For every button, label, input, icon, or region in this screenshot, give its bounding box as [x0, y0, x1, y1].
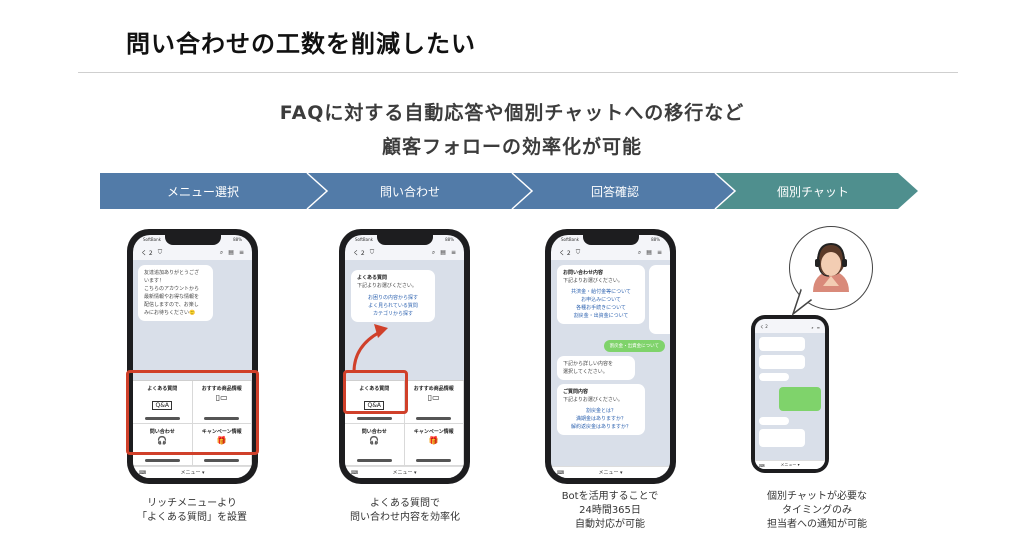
- operator-avatar: [791, 242, 849, 317]
- rich-menu-campaign[interactable]: キャンペーン情報🎁: [404, 423, 464, 466]
- menu-icon[interactable]: ≡: [816, 324, 820, 330]
- user-message: [779, 387, 821, 411]
- page-title: 問い合わせの工数を削減したい: [126, 30, 476, 58]
- keyboard-icon[interactable]: ⌨: [759, 462, 765, 468]
- chat-header: く 2 ⛉ ⌕ ▤ ≡: [345, 246, 464, 259]
- phone-chat: く 2 ⌕≡ ⌨メニュー ▾: [751, 315, 829, 473]
- chat-area: お問い合わせ内容 下記よりお選びください。 共済金・給付金等について お申込みに…: [551, 260, 670, 478]
- caption-chat: 個別チャットが必要な タイミングのみ 担当者への通知が可能: [767, 491, 867, 530]
- headline-line-2: 顧客フォローの効率化が可能: [381, 136, 642, 158]
- caption-bot: Botを活用することで 24時間365日 自動対応が可能: [561, 491, 659, 530]
- devices-icon: ▯▭: [427, 393, 440, 402]
- rich-menu-highlight: [126, 370, 259, 455]
- keyboard-icon[interactable]: ⌨: [139, 469, 147, 476]
- keyboard-icon[interactable]: ⌨: [557, 469, 565, 476]
- faq-option[interactable]: よく見られている質問: [368, 303, 418, 309]
- faq-bubble: よくある質問 下記よりお選びください。 お困りの内容から探す よく見られている質…: [351, 270, 435, 322]
- search-icon[interactable]: ⌕: [811, 324, 814, 330]
- rich-menu-campaign[interactable]: キャンペーン情報🎁: [192, 423, 252, 466]
- faq-option[interactable]: お困りの内容から探す: [367, 295, 418, 301]
- inquiry-option[interactable]: 各種お手続きについて: [576, 305, 626, 311]
- chat-header: く 2 ⌕≡: [755, 322, 825, 332]
- question-bubble: ご質問内容 下記よりお選びください。 割戻金とは？ 満期金はありますか？ 解約返…: [557, 384, 645, 435]
- keyboard-icon[interactable]: ⌨: [351, 469, 359, 476]
- step-label-menu: メニュー選択: [166, 185, 239, 199]
- back-button[interactable]: く 2: [353, 250, 365, 257]
- chat-message: [759, 417, 789, 425]
- step-label-answer: 回答確認: [590, 185, 639, 199]
- search-icon[interactable]: ⌕: [219, 248, 224, 256]
- chat-message: [759, 355, 805, 369]
- note-icon[interactable]: ▤: [228, 249, 234, 256]
- flow-arrow: [352, 324, 388, 373]
- menu-bar[interactable]: ⌨メニュー ▾: [133, 466, 252, 478]
- menu-icon[interactable]: ≡: [450, 249, 456, 256]
- chat-header: く 2 ⛉ ⌕ ▤ ≡: [133, 246, 252, 259]
- inquiry-bubble: お問い合わせ内容 下記よりお選びください。 共済金・給付金等について お申込みに…: [557, 265, 645, 324]
- qa-icon: Q&A: [152, 401, 172, 410]
- qa-icon: Q&A: [364, 401, 384, 410]
- detail-bubble: 下記から詳しい内容を 選択してください。: [557, 356, 635, 380]
- devices-icon: ▯▭: [215, 393, 228, 402]
- chat-area: [755, 333, 825, 469]
- shield-icon: ⛉: [157, 248, 163, 256]
- faq-option[interactable]: カテゴリから探す: [372, 311, 413, 317]
- chat-message: [759, 373, 789, 381]
- faq-cell-highlight: [343, 370, 408, 414]
- search-icon[interactable]: ⌕: [431, 248, 436, 256]
- headset-icon: 🎧: [157, 435, 168, 445]
- shield-icon: ⛉: [369, 248, 375, 256]
- step-label-chat: 個別チャット: [777, 185, 849, 199]
- rich-menu-products[interactable]: おすすめ商品情報▯▭: [404, 381, 464, 424]
- menu-icon[interactable]: ≡: [656, 249, 662, 256]
- menu-icon[interactable]: ≡: [238, 249, 244, 256]
- note-icon[interactable]: ▤: [646, 249, 652, 256]
- rich-menu-products[interactable]: おすすめ商品情報▯▭: [192, 381, 252, 424]
- question-option[interactable]: 解約返戻金はありますか？: [570, 424, 631, 430]
- shield-icon: ⛉: [575, 248, 581, 256]
- caption-faq: よくある質問で 問い合わせ内容を効率化: [350, 498, 460, 523]
- search-icon[interactable]: ⌕: [637, 248, 642, 256]
- inquiry-option[interactable]: 割戻金・出資金について: [573, 313, 629, 319]
- menu-bar[interactable]: ⌨メニュー ▾: [345, 466, 464, 478]
- inquiry-option[interactable]: 共済金・給付金等について: [571, 289, 631, 295]
- rich-menu-inquiry[interactable]: 問い合わせ🎧: [133, 423, 193, 466]
- gift-icon: 🎁: [216, 435, 227, 445]
- carousel-next-card[interactable]: [649, 265, 670, 334]
- gift-icon: 🎁: [428, 435, 439, 445]
- question-option[interactable]: 満期金はありますか？: [575, 416, 626, 422]
- headset-icon: 🎧: [369, 435, 380, 445]
- chat-message: [759, 337, 805, 351]
- rich-menu-inquiry[interactable]: 問い合わせ🎧: [345, 423, 405, 466]
- user-reply-bubble: 割戻金・出資金について: [603, 340, 665, 352]
- back-button[interactable]: く 2: [760, 324, 768, 329]
- menu-bar[interactable]: ⌨メニュー ▾: [551, 466, 670, 478]
- chat-message: [759, 429, 805, 447]
- caption-menu: リッチメニューより 「よくある質問」を設置: [137, 498, 247, 523]
- back-button[interactable]: く 2: [559, 250, 571, 257]
- welcome-bubble: 友達追加ありがとうござ います！ こちらのアカウントから 最新情報やお得な情報を…: [138, 265, 213, 321]
- step-label-inquiry: 問い合わせ: [379, 185, 440, 199]
- chat-header: く 2 ⛉ ⌕ ▤ ≡: [551, 246, 670, 259]
- inquiry-option[interactable]: お申込みについて: [581, 297, 621, 303]
- menu-bar[interactable]: ⌨メニュー ▾: [755, 460, 825, 469]
- question-option[interactable]: 割戻金とは？: [585, 408, 616, 414]
- back-button[interactable]: く 2: [141, 250, 153, 257]
- note-icon[interactable]: ▤: [440, 249, 446, 256]
- title-divider: [78, 72, 958, 73]
- headline-line-1: FAQに対する自動応答や個別チャットへの移行など: [279, 102, 745, 124]
